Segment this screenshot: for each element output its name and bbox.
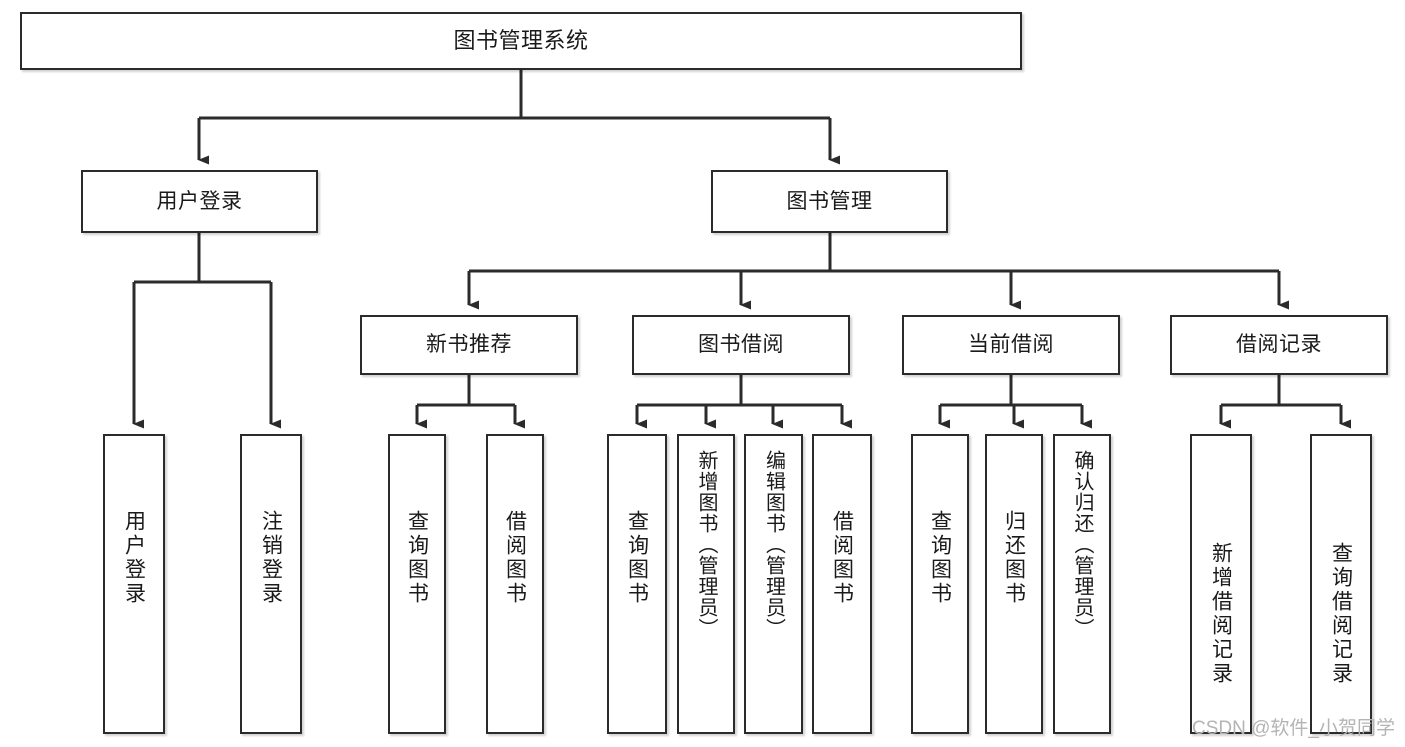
node-leaf-query-book-borrow[interactable]: 查询图书 <box>607 434 667 734</box>
node-leaf-query-borrow-record[interactable]: 查询借阅记录 <box>1310 434 1372 734</box>
node-leaf-user-login-label: 用户登录 <box>122 510 146 606</box>
watermark-text: CSDN @软件_小贺同学 <box>1192 718 1395 739</box>
node-leaf-add-borrow-record[interactable]: 新增借阅记录 <box>1190 434 1252 734</box>
node-leaf-borrow-book-rec[interactable]: 借阅图书 <box>486 434 544 734</box>
node-leaf-add-book-admin[interactable]: 新增图书（管理员） <box>677 434 735 734</box>
node-leaf-borrow-book-borrow[interactable]: 借阅图书 <box>812 434 872 734</box>
node-leaf-query-borrow-record-label: 查询借阅记录 <box>1329 542 1353 686</box>
node-leaf-query-book-borrow-label: 查询图书 <box>625 510 649 606</box>
node-current-borrowing-label: 当前借阅 <box>968 333 1054 357</box>
node-user-login[interactable]: 用户登录 <box>81 170 318 233</box>
node-leaf-query-book-current[interactable]: 查询图书 <box>911 434 969 734</box>
node-leaf-return-book-label: 归还图书 <box>1002 510 1026 606</box>
node-leaf-confirm-return-admin-label: 确认归还（管理员） <box>1071 450 1093 639</box>
node-borrowing-records[interactable]: 借阅记录 <box>1170 315 1388 375</box>
node-borrowing-records-label: 借阅记录 <box>1236 333 1322 357</box>
node-leaf-query-book-current-label: 查询图书 <box>928 510 952 606</box>
node-leaf-edit-book-admin[interactable]: 编辑图书（管理员） <box>744 434 803 734</box>
node-leaf-return-book[interactable]: 归还图书 <box>985 434 1043 734</box>
node-book-borrowing-label: 图书借阅 <box>698 333 784 357</box>
node-root-system[interactable]: 图书管理系统 <box>20 12 1022 70</box>
node-leaf-borrow-book-borrow-label: 借阅图书 <box>830 510 854 606</box>
node-book-borrowing[interactable]: 图书借阅 <box>632 315 850 375</box>
node-leaf-add-book-admin-label: 新增图书（管理员） <box>695 450 717 639</box>
node-root-system-label: 图书管理系统 <box>453 27 589 53</box>
node-book-management[interactable]: 图书管理 <box>711 170 948 233</box>
node-leaf-logout-label: 注销登录 <box>259 510 283 606</box>
node-leaf-user-login[interactable]: 用户登录 <box>103 434 165 734</box>
node-leaf-query-book-rec[interactable]: 查询图书 <box>388 434 446 734</box>
node-leaf-logout[interactable]: 注销登录 <box>240 434 302 734</box>
node-leaf-confirm-return-admin[interactable]: 确认归还（管理员） <box>1053 434 1111 734</box>
node-leaf-add-borrow-record-label: 新增借阅记录 <box>1209 542 1233 686</box>
node-book-management-label: 图书管理 <box>786 189 873 213</box>
node-leaf-query-book-rec-label: 查询图书 <box>405 510 429 606</box>
node-current-borrowing[interactable]: 当前借阅 <box>902 315 1120 375</box>
node-user-login-label: 用户登录 <box>156 189 243 213</box>
node-leaf-borrow-book-rec-label: 借阅图书 <box>503 510 527 606</box>
node-new-book-recommendation-label: 新书推荐 <box>426 333 512 357</box>
node-leaf-edit-book-admin-label: 编辑图书（管理员） <box>762 450 785 639</box>
node-new-book-recommendation[interactable]: 新书推荐 <box>360 315 578 375</box>
